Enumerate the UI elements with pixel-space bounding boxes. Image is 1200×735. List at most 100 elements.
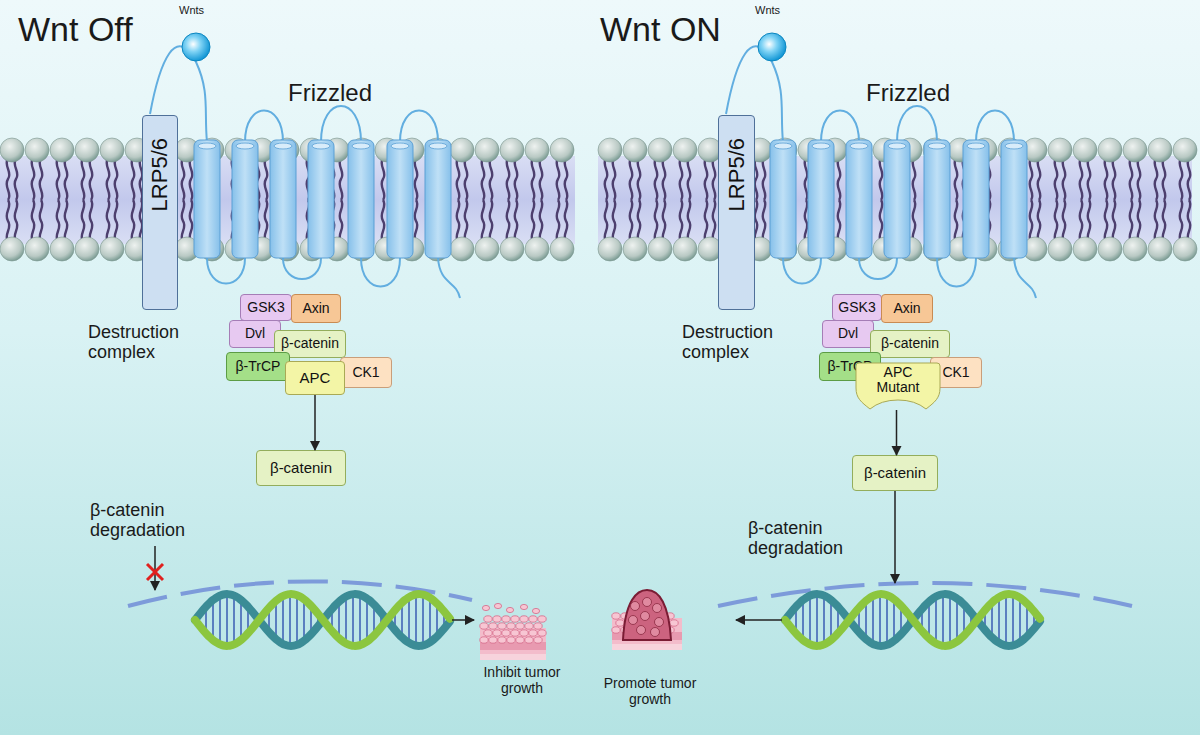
transmembrane-helix: [808, 140, 834, 258]
lipid-head: [1048, 138, 1072, 162]
transmembrane-helix: [232, 140, 258, 258]
lipid-tail: [655, 200, 658, 242]
tissue-cell: [520, 604, 527, 609]
lipid-tail: [1138, 158, 1141, 200]
lipid-tail: [1163, 158, 1166, 200]
base-pair: [879, 594, 881, 646]
lipid-head: [25, 138, 49, 162]
lipid-tail: [532, 158, 535, 200]
lipid-tail: [557, 158, 560, 200]
lipid-tail: [1105, 200, 1108, 242]
lipid-tail: [540, 200, 543, 242]
receptor-loop: [897, 106, 937, 142]
dna-helix: [195, 594, 450, 646]
base-pair: [998, 597, 1000, 643]
lipid-head: [0, 237, 24, 261]
mutant-outline-path: [856, 363, 940, 409]
dna-strand: [785, 594, 1040, 646]
lipid-tail: [340, 158, 343, 200]
lipid-tail: [763, 158, 766, 200]
base-pair: [296, 595, 298, 645]
lipid-head: [1123, 237, 1147, 261]
lipid-tail: [1155, 158, 1158, 200]
annotation-label: Frizzled: [288, 80, 372, 107]
tissue-cell: [489, 623, 497, 629]
lipid-tail: [1080, 200, 1083, 242]
lipid-head: [100, 237, 124, 261]
lipid-tail: [1105, 158, 1108, 200]
lipid-tail: [638, 200, 641, 242]
protein-name: CK1: [942, 365, 969, 380]
tumor-cell: [655, 618, 664, 627]
coreceptor-name: LRP5/6: [725, 138, 749, 211]
blocked-mark: [147, 564, 163, 580]
base-pair: [233, 596, 235, 645]
transmembrane-helix: [770, 140, 796, 258]
receptor-loop: [283, 258, 321, 279]
protein-box: β-catenin: [852, 455, 938, 491]
lipid-head: [475, 138, 499, 162]
tissue-cell: [534, 623, 542, 629]
lipid-tail: [838, 158, 841, 200]
tissue-cell: [511, 616, 519, 622]
protein-name: β-catenin: [270, 460, 332, 476]
lipid-tail: [1180, 158, 1183, 200]
tumor-cell: [653, 604, 662, 613]
lipid-head: [648, 138, 672, 162]
lipid-tail: [115, 158, 118, 200]
tumor-cell: [631, 602, 640, 611]
tissue-cell: [482, 605, 489, 610]
helix-top: [850, 143, 868, 149]
base-pair: [219, 596, 221, 645]
lipid-tail: [688, 158, 691, 200]
tissue-cell: [529, 616, 537, 622]
lipid-head: [75, 138, 99, 162]
tissue-cell: [538, 630, 546, 636]
lipid-head: [25, 237, 49, 261]
receptor-loop: [207, 258, 245, 284]
lipid-tail: [32, 158, 35, 200]
flow-arrow: [154, 546, 156, 590]
protein-name: β-catenin: [281, 336, 339, 351]
base-pair: [352, 594, 354, 646]
lipid-tail: [713, 200, 716, 242]
transmembrane-helix: [308, 140, 334, 258]
lipid-tail: [663, 158, 666, 200]
helix-top: [429, 143, 447, 149]
lipid-tail: [1130, 200, 1133, 242]
tumor-cell: [637, 626, 646, 635]
annotation-label: Frizzled: [866, 80, 950, 107]
coreceptor-name: LRP5/6: [148, 138, 172, 211]
lipid-head: [525, 237, 549, 261]
lipid-tail: [1113, 200, 1116, 242]
protein-name: Axin: [893, 301, 920, 316]
frizzled-receptor: [150, 33, 460, 298]
lipid-head: [525, 138, 549, 162]
base-pair: [345, 596, 347, 643]
lipid-head: [50, 237, 74, 261]
cell-membrane: [0, 138, 575, 261]
protein-box: Axin: [291, 294, 341, 323]
protein-box: CK1: [340, 357, 392, 388]
tumor-cell: [651, 628, 660, 637]
helix-top: [812, 143, 830, 149]
lipid-head: [475, 237, 499, 261]
annotation-label: Destruction complex: [88, 322, 203, 362]
annotation-label: Inhibit tumor growth: [472, 665, 572, 696]
lipid-tail: [182, 200, 185, 242]
protein-name: β-catenin: [881, 336, 939, 351]
flow-arrow: [736, 619, 782, 621]
tissue-cell: [616, 620, 624, 626]
base-pair: [809, 596, 811, 645]
base-pair: [816, 594, 818, 646]
lipid-tail: [1038, 200, 1041, 242]
base-pair: [422, 594, 424, 645]
lipid-tail: [40, 158, 43, 200]
base-pair: [823, 596, 825, 645]
lipid-tail: [82, 200, 85, 242]
protein-name: CK1: [352, 365, 379, 380]
lipid-tail: [680, 158, 683, 200]
helix-top: [391, 143, 409, 149]
lipid-heads: [598, 138, 1197, 261]
lipid-tail: [415, 158, 418, 200]
